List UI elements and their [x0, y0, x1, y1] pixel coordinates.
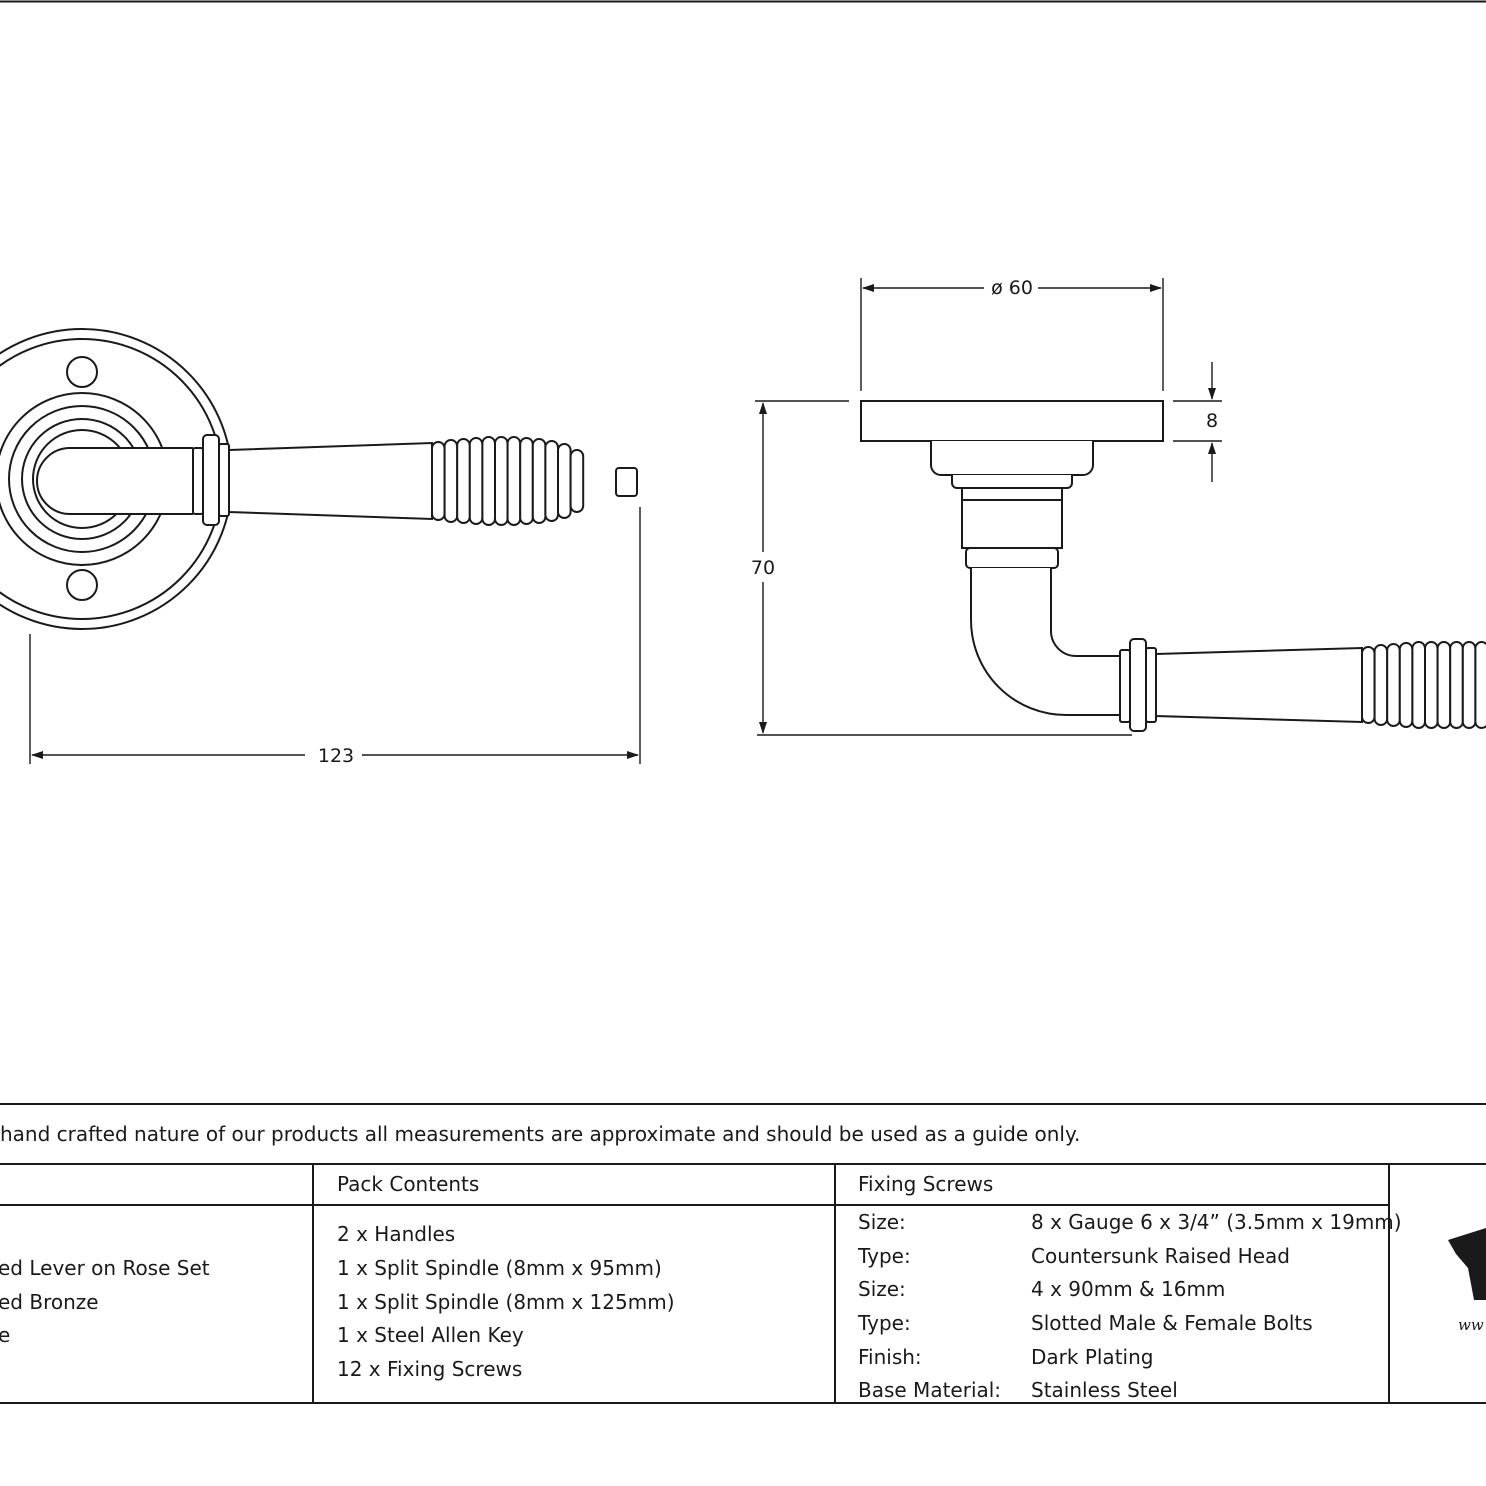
end-cap [615, 467, 638, 497]
grip-ring [431, 441, 446, 521]
spec-label: Base Material: [858, 1378, 1002, 1402]
logo-star-shape [1448, 1228, 1486, 1300]
side-view [860, 400, 1486, 732]
grip-ring [1474, 641, 1486, 729]
screw-hole-top [66, 356, 98, 388]
lever-neck [36, 447, 193, 515]
grip-ring [494, 436, 509, 526]
dimension-diameter [860, 278, 1164, 391]
spec-label: Size: [858, 1210, 906, 1234]
grip-ring [506, 436, 522, 526]
dimension-thickness-label: 8 [1206, 410, 1218, 432]
grip-ring [1436, 641, 1452, 729]
grip-ring [519, 437, 534, 525]
fixing-screws-title: Fixing Screws [858, 1172, 994, 1196]
grip-ring [1398, 642, 1414, 728]
product-line-2: ed Lever on Rose Set [0, 1256, 210, 1280]
dimension-diameter-label: ø 60 [991, 277, 1033, 299]
grip-ring [569, 449, 585, 513]
dimension-projection [755, 400, 1132, 736]
screw-hole-bottom [66, 569, 98, 601]
lever-shaft [228, 441, 433, 521]
logo-website-text: ww [1458, 1316, 1484, 1334]
grip-ring [1373, 644, 1389, 726]
dimension-length-label: 123 [318, 745, 354, 767]
spec-label: Finish: [858, 1345, 922, 1369]
grip-ring [1449, 641, 1464, 729]
grip-ring [1411, 641, 1427, 729]
grip-ring [443, 439, 459, 523]
spec-value: Dark Plating [1031, 1345, 1154, 1369]
grip-ring [1386, 643, 1401, 727]
spec-value: 4 x 90mm & 16mm [1031, 1277, 1226, 1301]
spec-value: Countersunk Raised Head [1031, 1244, 1290, 1268]
grip-ring [468, 437, 484, 525]
grip-ring [544, 440, 560, 522]
spec-label: Type: [858, 1311, 911, 1335]
grip-ring [531, 438, 547, 524]
neck-side [961, 487, 1063, 549]
spec-value: 8 x Gauge 6 x 3/4” (3.5mm x 19mm) [1031, 1210, 1402, 1234]
spec-value: Stainless Steel [1031, 1378, 1178, 1402]
reeded-grip-side [1361, 641, 1486, 729]
grip-ring [1461, 641, 1477, 729]
front-view [0, 328, 638, 630]
pack-item: 1 x Steel Allen Key [337, 1323, 524, 1347]
grip-ring [557, 443, 572, 519]
spec-label: Size: [858, 1277, 906, 1301]
pack-item: 12 x Fixing Screws [337, 1357, 523, 1381]
rose-boss-side [930, 441, 1094, 476]
disclaimer-note: hand crafted nature of our products all … [0, 1122, 1081, 1146]
brand-logo [1448, 1228, 1486, 1300]
product-line-3: ed Bronze [0, 1290, 99, 1314]
lever-collar [202, 434, 220, 526]
grip-ring [1424, 641, 1439, 729]
lever-collar-side [1129, 638, 1147, 732]
lever-shaft-side [1155, 646, 1363, 724]
rose-plate [860, 400, 1164, 442]
grip-ring [456, 438, 471, 524]
dimension-projection-label: 70 [751, 557, 775, 579]
neck-collar-side [965, 547, 1059, 569]
dimension-thickness [1173, 362, 1222, 482]
dimension-length [29, 507, 641, 764]
pack-item: 2 x Handles [337, 1222, 456, 1246]
info-table [0, 1103, 1486, 1404]
pack-contents-title: Pack Contents [337, 1172, 480, 1196]
product-line-4: e [0, 1323, 11, 1347]
spec-value: Slotted Male & Female Bolts [1031, 1311, 1313, 1335]
spec-label: Type: [858, 1244, 911, 1268]
pack-item: 1 x Split Spindle (8mm x 95mm) [337, 1256, 662, 1280]
grip-ring [1361, 646, 1376, 724]
lever-elbow [970, 568, 1121, 716]
pack-item: 1 x Split Spindle (8mm x 125mm) [337, 1290, 675, 1314]
reeded-grip [431, 436, 585, 526]
grip-ring [481, 436, 496, 526]
